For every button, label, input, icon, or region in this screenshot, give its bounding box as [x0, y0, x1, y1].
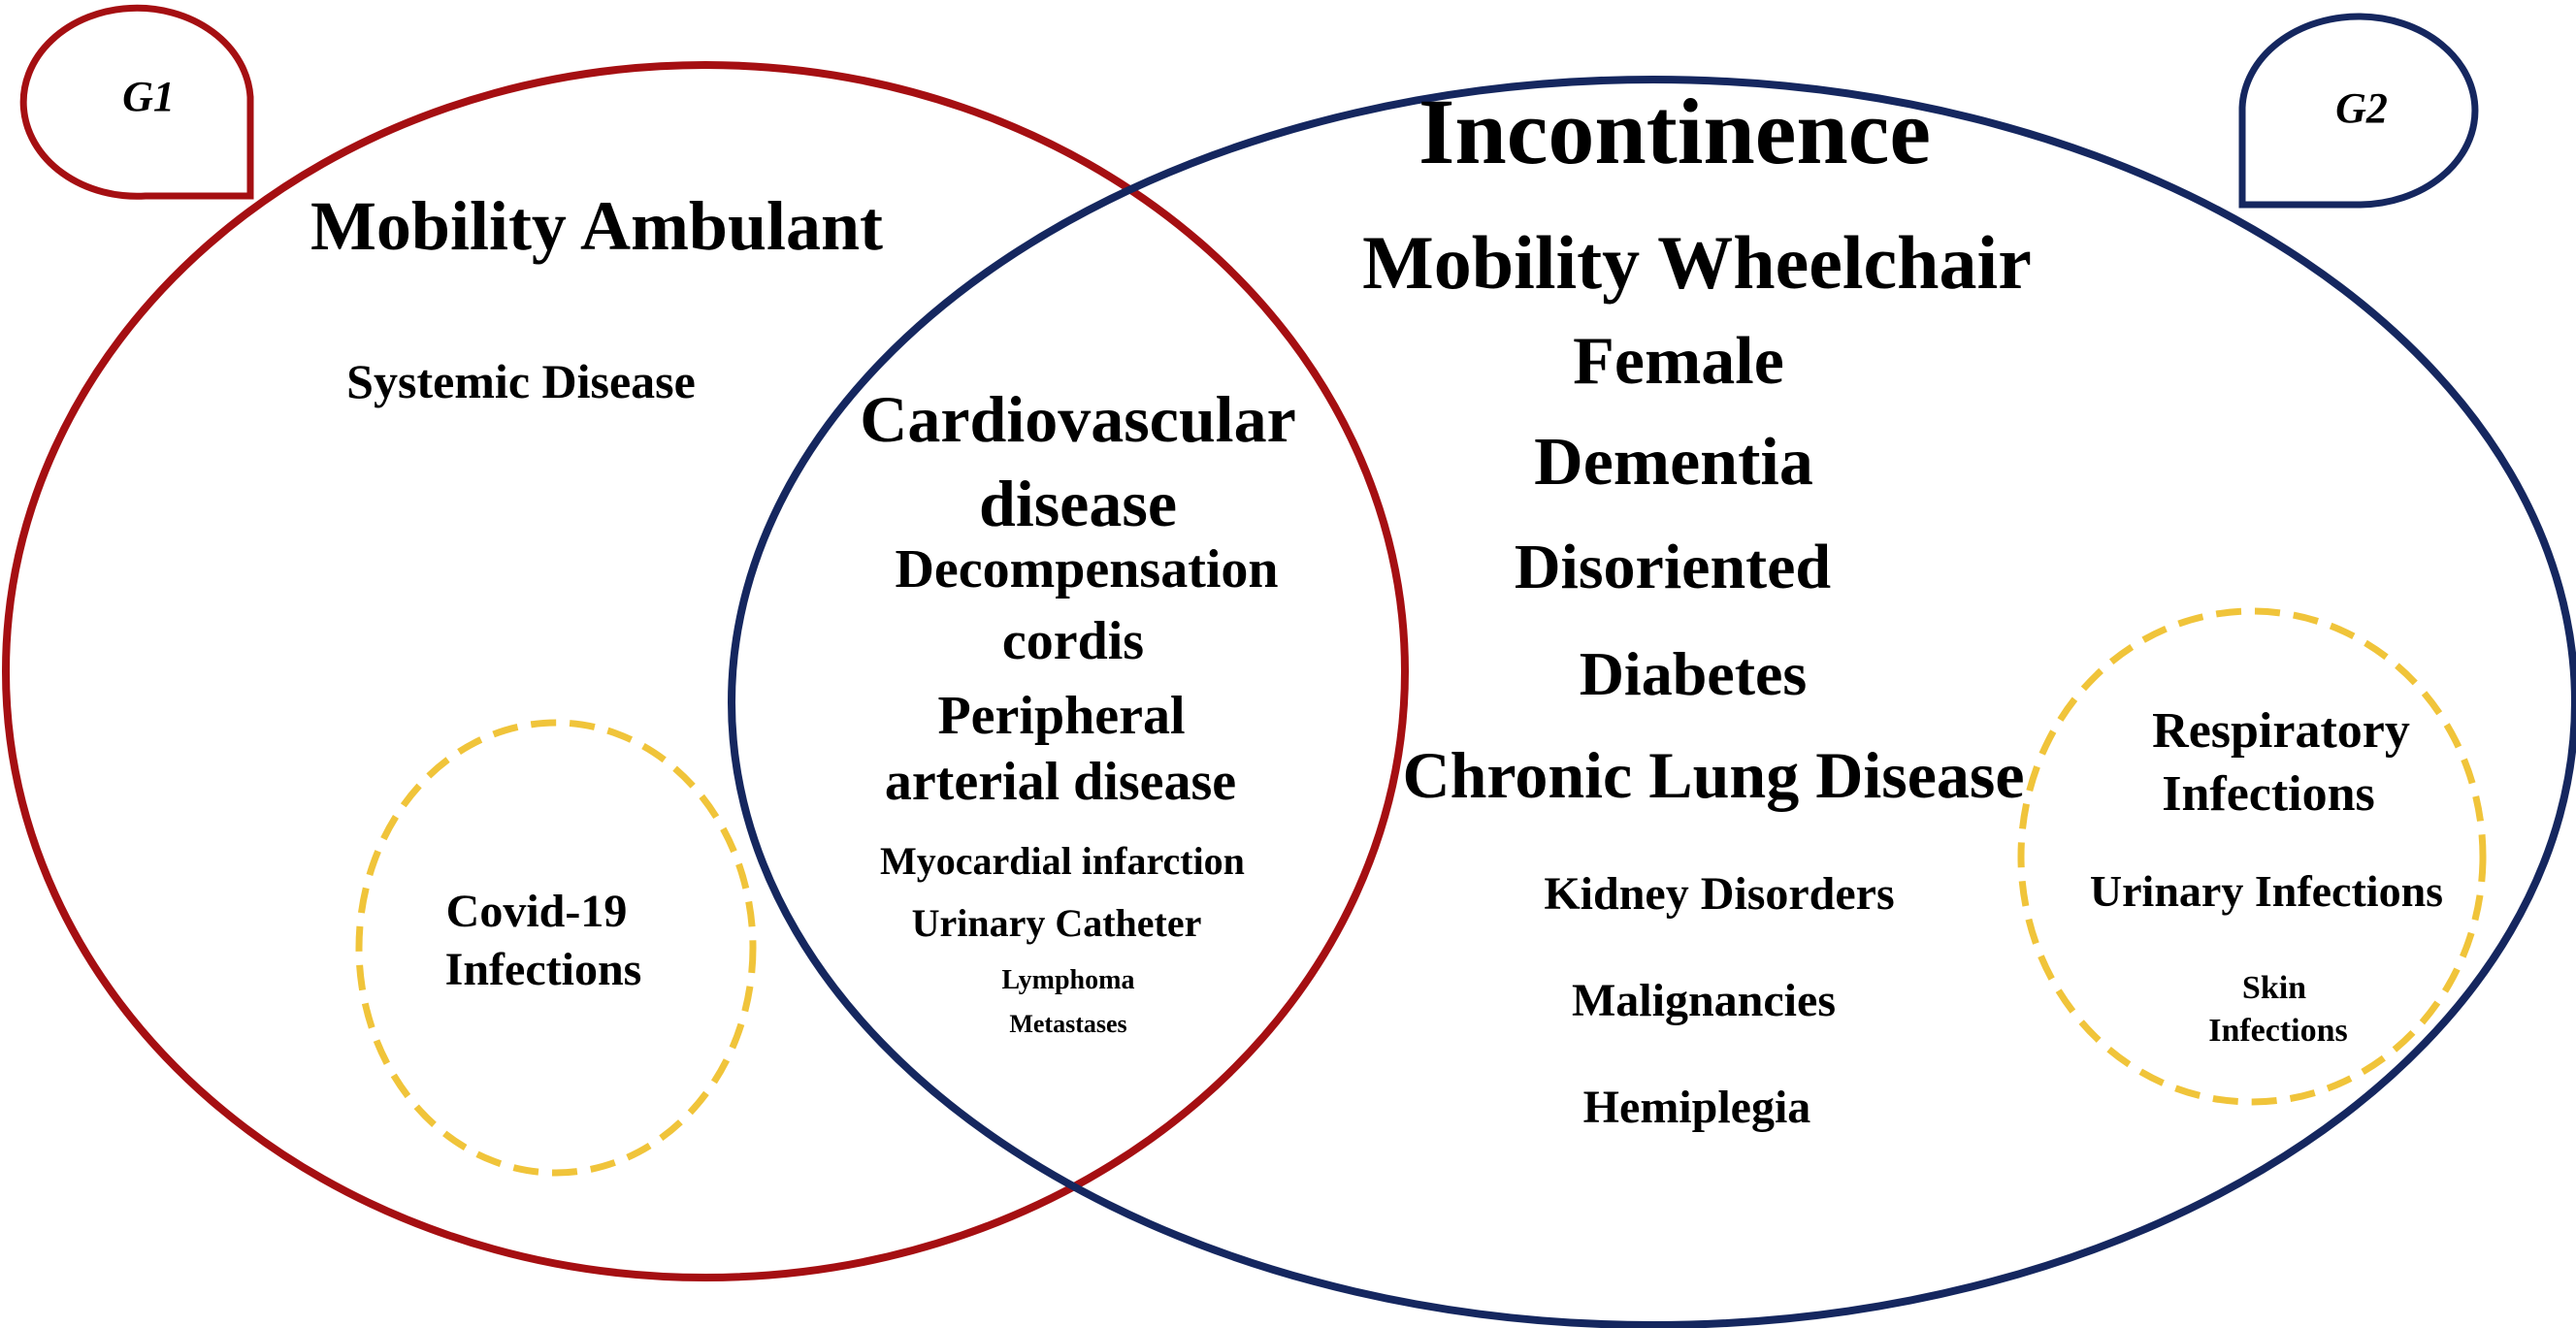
group2-label-chronic-lung-disease: Chronic Lung Disease — [1402, 738, 2024, 812]
group2-subset-label-respiratory: Respiratory — [2152, 703, 2410, 759]
group2-subset-label-urinary-infections: Urinary Infections — [2090, 866, 2443, 916]
overlap-label-peripheral: Peripheral — [937, 686, 1185, 746]
overlap-label-arterial-disease: arterial disease — [885, 752, 1236, 812]
group2-label-hemiplegia: Hemiplegia — [1583, 1082, 1811, 1133]
group2-tag-bubble — [2238, 13, 2479, 209]
group2-ellipse — [728, 76, 2576, 1328]
group2-label-female: Female — [1573, 324, 1784, 399]
overlap-label-myocardial-infarction: Myocardial infarction — [880, 839, 1245, 883]
group1-label-mobility-ambulant: Mobility Ambulant — [310, 187, 883, 265]
group2-label-diabetes: Diabetes — [1580, 639, 1808, 708]
group2-subset-label-skin-infections: Infections — [2208, 1013, 2348, 1049]
group2-tag-label: G2 — [2335, 84, 2388, 132]
group2-subset-circle — [2017, 607, 2487, 1106]
group1-tag-label: G1 — [122, 73, 175, 120]
overlap-label-decompensation: Decompensation — [895, 539, 1278, 599]
overlap-label-disease: disease — [979, 467, 1177, 540]
group1-ellipse — [2, 61, 1409, 1281]
group1-label-systemic-disease: Systemic Disease — [346, 354, 696, 408]
overlap-label-lymphoma: Lymphoma — [1002, 965, 1135, 995]
group2-label-incontinence: Incontinence — [1418, 80, 1931, 183]
overlap-label-cordis: cordis — [1002, 611, 1144, 671]
overlap-label-urinary-catheter: Urinary Catheter — [912, 901, 1202, 945]
overlap-label-metastases: Metastases — [1009, 1010, 1126, 1038]
group2-subset-label-skin: Skin — [2242, 970, 2306, 1006]
group2-label-dementia: Dementia — [1534, 425, 1813, 500]
group2-subset-label-infections: Infections — [2162, 766, 2375, 822]
group2-label-kidney-disorders: Kidney Disorders — [1544, 868, 1894, 920]
group1-subset-label-infections: Infections — [445, 944, 642, 995]
group2-label-malignancies: Malignancies — [1572, 975, 1836, 1026]
group2-label-disoriented: Disoriented — [1515, 532, 1831, 602]
overlap-label-cardiovascular: Cardiovascular — [860, 382, 1296, 456]
group1-tag-bubble — [19, 4, 254, 200]
group2-label-mobility-wheelchair: Mobility Wheelchair — [1362, 220, 2032, 305]
group1-subset-circle — [355, 719, 757, 1177]
group1-subset-label-covid: Covid-19 — [446, 886, 628, 937]
